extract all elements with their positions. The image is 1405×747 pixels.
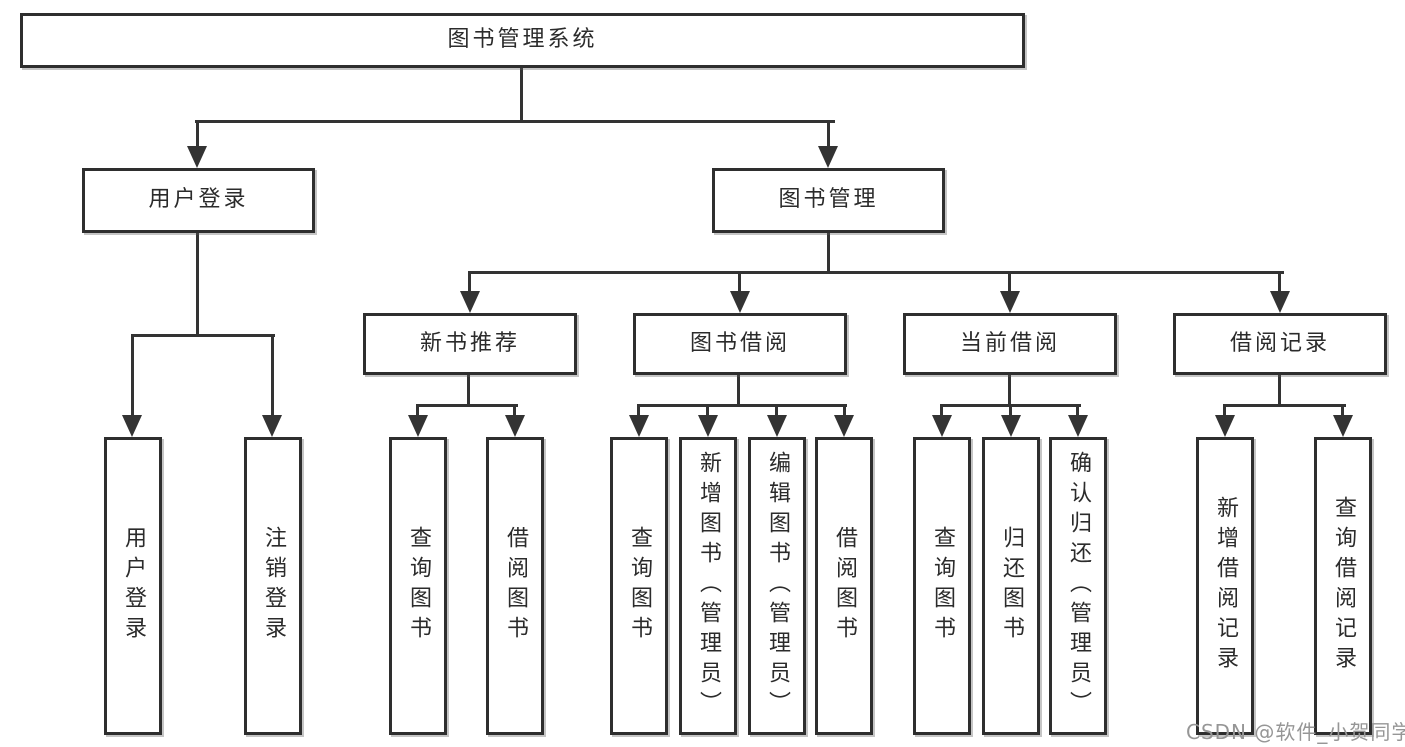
connector-arrow-down-icon [1068,415,1088,437]
leaf-borrowing-query-books: 查询图书 [610,437,668,735]
connector-arrow-down-icon [932,415,952,437]
node-label: 图书管理系统 [447,27,598,53]
node-label: 借阅图书 [832,526,857,646]
connector-line [520,66,523,122]
node-label: 查询图书 [930,526,955,646]
connector-arrow-down-icon [262,415,282,437]
connector-line [738,271,741,293]
node-label: 图书管理 [778,187,879,213]
connector-line [737,373,740,407]
connector-arrow-down-icon [1333,415,1353,437]
node-label: 查询图书 [406,526,431,646]
connector-line [1076,404,1079,418]
connector-line [1009,404,1012,418]
connector-line [940,404,943,418]
connector-arrow-down-icon [1270,291,1290,313]
node-label: 注销登录 [261,526,286,646]
leaf-borrowing-edit-books-admin: 编辑图书（管理员） [748,437,806,735]
connector-line [468,271,471,293]
connector-arrow-down-icon [767,415,787,437]
leaf-borrowing-borrow-books: 借阅图书 [815,437,873,735]
connector-arrow-down-icon [1001,415,1021,437]
connector-line [843,404,846,418]
node-label: 查询借阅记录 [1331,496,1356,676]
node-book-borrowing: 图书借阅 [633,313,847,375]
leaf-recommend-query-books: 查询图书 [389,437,447,735]
node-label: 用户登录 [148,187,249,213]
connector-line [271,334,274,416]
connector-arrow-down-icon [408,415,428,437]
connector-line [637,404,847,407]
connector-line [1278,271,1281,293]
node-borrowing-records: 借阅记录 [1173,313,1387,375]
node-label: 图书借阅 [689,330,790,356]
connector-line [131,334,275,337]
leaf-user-login: 用户登录 [104,437,162,735]
node-label: 新增图书（管理员） [696,451,721,721]
leaf-borrowing-add-books-admin: 新增图书（管理员） [679,437,737,735]
connector-line [513,404,516,418]
node-label: 借阅图书 [503,526,528,646]
leaf-current-confirm-return-admin: 确认归还（管理员） [1049,437,1107,735]
connector-arrow-down-icon [505,415,525,437]
connector-line [827,120,830,148]
connector-line [1223,404,1346,407]
leaf-logout: 注销登录 [244,437,302,735]
connector-line [416,404,518,407]
node-label: 查询图书 [627,526,652,646]
leaf-records-add-record: 新增借阅记录 [1196,437,1254,735]
connector-line [131,334,134,416]
connector-line [706,404,709,418]
node-label: 当前借阅 [959,330,1060,356]
connector-line [1278,373,1281,407]
connector-line [1341,404,1344,418]
connector-arrow-down-icon [834,415,854,437]
connector-arrow-down-icon [1000,291,1020,313]
connector-arrow-down-icon [698,415,718,437]
node-label: 确认归还（管理员） [1066,451,1091,721]
connector-line [467,373,470,407]
node-user-login-branch: 用户登录 [82,168,315,233]
connector-arrow-down-icon [730,291,750,313]
node-label: 新增借阅记录 [1213,496,1238,676]
node-label: 借阅记录 [1229,330,1330,356]
connector-arrow-down-icon [187,146,207,168]
connector-line [637,404,640,418]
connector-arrow-down-icon [1215,415,1235,437]
node-label: 新书推荐 [419,330,520,356]
node-label: 用户登录 [121,526,146,646]
connector-line [1008,373,1011,407]
connector-arrow-down-icon [122,415,142,437]
connector-line [827,231,830,274]
node-library-management-system: 图书管理系统 [20,13,1025,68]
connector-line [416,404,419,418]
connector-line [1223,404,1226,418]
node-label: 归还图书 [999,526,1024,646]
connector-line [468,271,1284,274]
connector-line [195,120,835,123]
connector-line [196,120,199,148]
leaf-recommend-borrow-books: 借阅图书 [486,437,544,735]
connector-line [775,404,778,418]
watermark: CSDN @软件_小贺同学 [1186,720,1405,744]
leaf-current-return-books: 归还图书 [982,437,1040,735]
node-current-borrowing: 当前借阅 [903,313,1117,375]
leaf-records-query-record: 查询借阅记录 [1314,437,1372,735]
connector-line [196,231,199,337]
leaf-current-query-books: 查询图书 [913,437,971,735]
node-label: 编辑图书（管理员） [765,451,790,721]
connector-arrow-down-icon [460,291,480,313]
connector-arrow-down-icon [818,146,838,168]
node-new-book-recommend: 新书推荐 [363,313,577,375]
connector-arrow-down-icon [629,415,649,437]
connector-line [1008,271,1011,293]
node-book-management-branch: 图书管理 [712,168,945,233]
